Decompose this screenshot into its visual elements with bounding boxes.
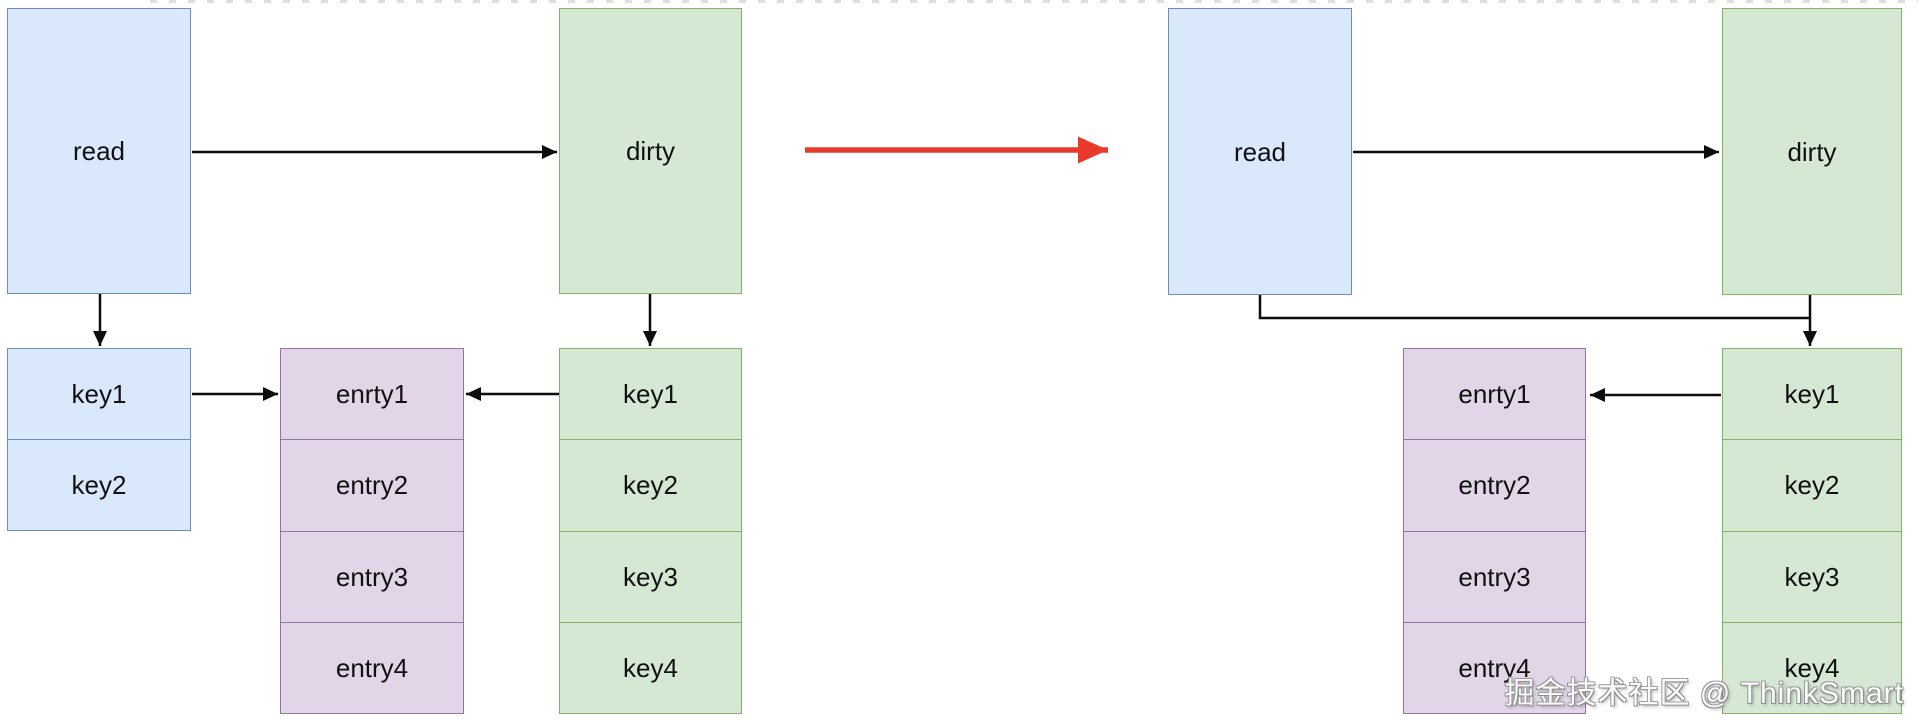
arrow-right-read-elbow xyxy=(1258,295,1810,320)
right-dirty-key-cell: key4 xyxy=(1723,621,1901,713)
right-dirty-key-cell: key2 xyxy=(1723,439,1901,530)
left-dirty-key-cell: key1 xyxy=(623,379,678,410)
left-read-key-list: key1 key2 xyxy=(7,348,191,531)
left-read-box: read xyxy=(7,8,191,294)
left-entry-list: enrty1 entry2 entry3 entry4 xyxy=(280,348,464,714)
right-dirty-label: dirty xyxy=(1787,136,1837,167)
left-entry-cell: enrty1 xyxy=(335,379,409,410)
right-entry-cell: entry3 xyxy=(1404,530,1585,622)
left-dirty-label: dirty xyxy=(625,136,676,166)
left-read-label: read xyxy=(72,136,126,166)
left-read-key-cell: key1 xyxy=(71,379,127,409)
left-entry-cell: entry2 xyxy=(281,439,463,530)
left-dirty-key-cell: key3 xyxy=(560,530,741,622)
right-entry-cell: enrty1 xyxy=(1458,379,1531,410)
right-dirty-key-cell: key3 xyxy=(1723,530,1901,622)
left-dirty-key-cell: key4 xyxy=(560,621,741,713)
right-dirty-key-cell: key1 xyxy=(1784,379,1840,410)
watermark: 掘金技术社区 @ ThinkSmart xyxy=(1504,677,1904,710)
left-dirty-key-cell: key2 xyxy=(560,439,741,530)
right-entry-cell: entry2 xyxy=(1404,439,1585,530)
right-read-box: read xyxy=(1168,8,1352,295)
right-dirty-key-list: key1 key2 key3 key4 xyxy=(1722,348,1902,714)
left-dirty-box: dirty xyxy=(559,8,742,294)
left-dirty-key-list: key1 key2 key3 key4 xyxy=(559,348,742,714)
right-read-label: read xyxy=(1233,136,1287,167)
top-edge-artifact xyxy=(150,0,1918,3)
left-read-key-cell: key2 xyxy=(8,439,190,530)
right-dirty-box: dirty xyxy=(1722,8,1902,295)
left-entry-cell: entry3 xyxy=(281,530,463,622)
left-entry-cell: entry4 xyxy=(281,621,463,713)
right-entry-list: enrty1 entry2 entry3 entry4 xyxy=(1403,348,1586,714)
right-entry-cell: entry4 xyxy=(1404,621,1585,713)
